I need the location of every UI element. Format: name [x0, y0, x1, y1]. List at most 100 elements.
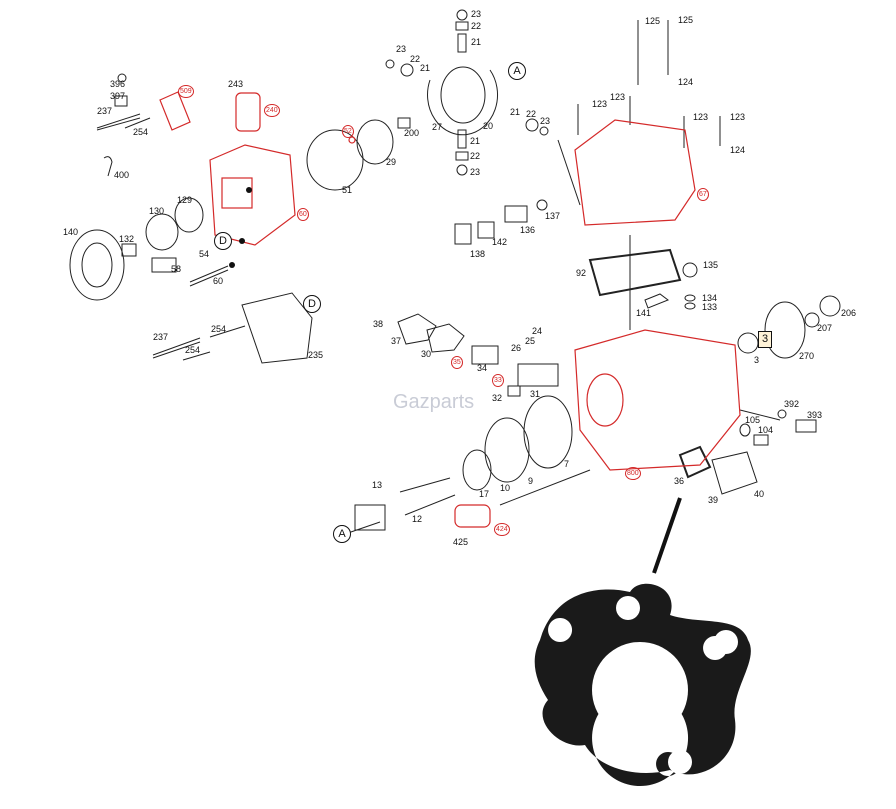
part-label-254: 254 [185, 345, 201, 355]
pointer-line [652, 497, 682, 574]
callout-A: A [508, 62, 526, 80]
part-label-67: 67 [697, 188, 709, 201]
part-label-27: 27 [432, 122, 443, 132]
part-label-125: 125 [645, 16, 661, 26]
part-label-123: 123 [693, 112, 709, 122]
plate-9 [484, 417, 530, 483]
part-label-9: 9 [528, 476, 534, 486]
part-label-22: 22 [526, 109, 537, 119]
red-cover-67 [574, 119, 696, 226]
part-label-21: 21 [471, 37, 482, 47]
o-ring-51 [306, 129, 364, 191]
part-label-270: 270 [799, 351, 815, 361]
drive-plate-29 [356, 119, 394, 165]
part-label-123: 123 [730, 112, 746, 122]
part-label-58: 58 [171, 264, 182, 274]
part-label-207: 207 [817, 323, 833, 333]
callout-D: D [214, 232, 232, 250]
part-label-25: 25 [525, 336, 536, 346]
part-label-10: 10 [500, 483, 511, 493]
part-label-800: 800 [625, 467, 641, 480]
part-label-13: 13 [372, 480, 383, 490]
seal-ring-140 [69, 229, 125, 301]
part-label-24: 24 [532, 326, 543, 336]
part-label-397: 397 [110, 91, 126, 101]
part-label-35: 35 [451, 356, 463, 369]
part-label-206: 206 [841, 308, 857, 318]
part-label-141: 141 [636, 308, 652, 318]
gasket-36-small [678, 445, 712, 479]
part-label-125: 125 [678, 15, 694, 25]
part-label-51: 51 [342, 185, 353, 195]
part-label-509: 509 [178, 85, 194, 98]
part-label-400: 400 [114, 170, 130, 180]
part-label-32: 32 [492, 393, 503, 403]
part-label-136: 136 [520, 225, 536, 235]
part-label-60: 60 [297, 208, 309, 221]
part-label-124: 124 [678, 77, 694, 87]
part-label-20: 20 [483, 121, 494, 131]
part-label-138: 138 [470, 249, 486, 259]
part-label-40: 40 [754, 489, 765, 499]
part-label-22: 22 [471, 21, 482, 31]
part-label-12: 12 [412, 514, 423, 524]
part-label-140: 140 [63, 227, 79, 237]
part-label-21: 21 [420, 63, 431, 73]
part-label-23: 23 [396, 44, 407, 54]
part-label-142: 142 [492, 237, 508, 247]
red-housing-800 [574, 329, 741, 471]
part-130 [145, 213, 179, 251]
callout-A: A [333, 525, 351, 543]
part-label-3: 3 [758, 331, 773, 348]
red-part-424 [454, 504, 491, 528]
part-label-31: 31 [530, 389, 541, 399]
red-part-509 [159, 91, 191, 131]
part-label-200: 200 [404, 128, 420, 138]
part-label-17: 17 [479, 489, 490, 499]
gasket-92 [588, 248, 682, 297]
part-label-30: 30 [421, 349, 432, 359]
part-label-37: 37 [391, 336, 402, 346]
part-label-26: 26 [511, 343, 522, 353]
part-label-7: 7 [564, 459, 570, 469]
part-label-3: 3 [754, 355, 760, 365]
part-label-21: 21 [510, 107, 521, 117]
part-label-424: 424 [494, 523, 510, 536]
part-label-23: 23 [471, 9, 482, 19]
part-label-237: 237 [153, 332, 169, 342]
part-label-23: 23 [540, 116, 551, 126]
part-label-240: 240 [264, 104, 280, 117]
part-label-254: 254 [211, 324, 227, 334]
part-label-130: 130 [149, 206, 165, 216]
part-label-123: 123 [592, 99, 608, 109]
red-part-240 [235, 92, 261, 132]
part-label-235: 235 [308, 350, 324, 360]
part-label-52: 52 [342, 125, 354, 138]
part-label-396: 396 [110, 79, 126, 89]
part-label-60: 60 [213, 276, 224, 286]
part-label-34: 34 [477, 363, 488, 373]
part-label-36: 36 [674, 476, 685, 486]
bolt-237 [96, 113, 141, 131]
part-label-54: 54 [199, 249, 210, 259]
part-label-21: 21 [470, 136, 481, 146]
gasket-36-enlarged [534, 583, 751, 786]
gear-7 [523, 395, 573, 469]
part-label-22: 22 [470, 151, 481, 161]
watermark: Gazparts [393, 391, 475, 413]
callout-D: D [303, 295, 321, 313]
plate-270 [764, 301, 806, 359]
part-label-134: 134 [702, 293, 718, 303]
part-label-254: 254 [133, 127, 149, 137]
cover-39 [711, 451, 758, 495]
part-label-39: 39 [708, 495, 719, 505]
part-label-38: 38 [373, 319, 384, 329]
part-label-123: 123 [610, 92, 626, 102]
part-label-425: 425 [453, 537, 469, 547]
part-label-237: 237 [97, 106, 113, 116]
part-label-29: 29 [386, 157, 397, 167]
part-label-243: 243 [228, 79, 244, 89]
part-label-133: 133 [702, 302, 718, 312]
